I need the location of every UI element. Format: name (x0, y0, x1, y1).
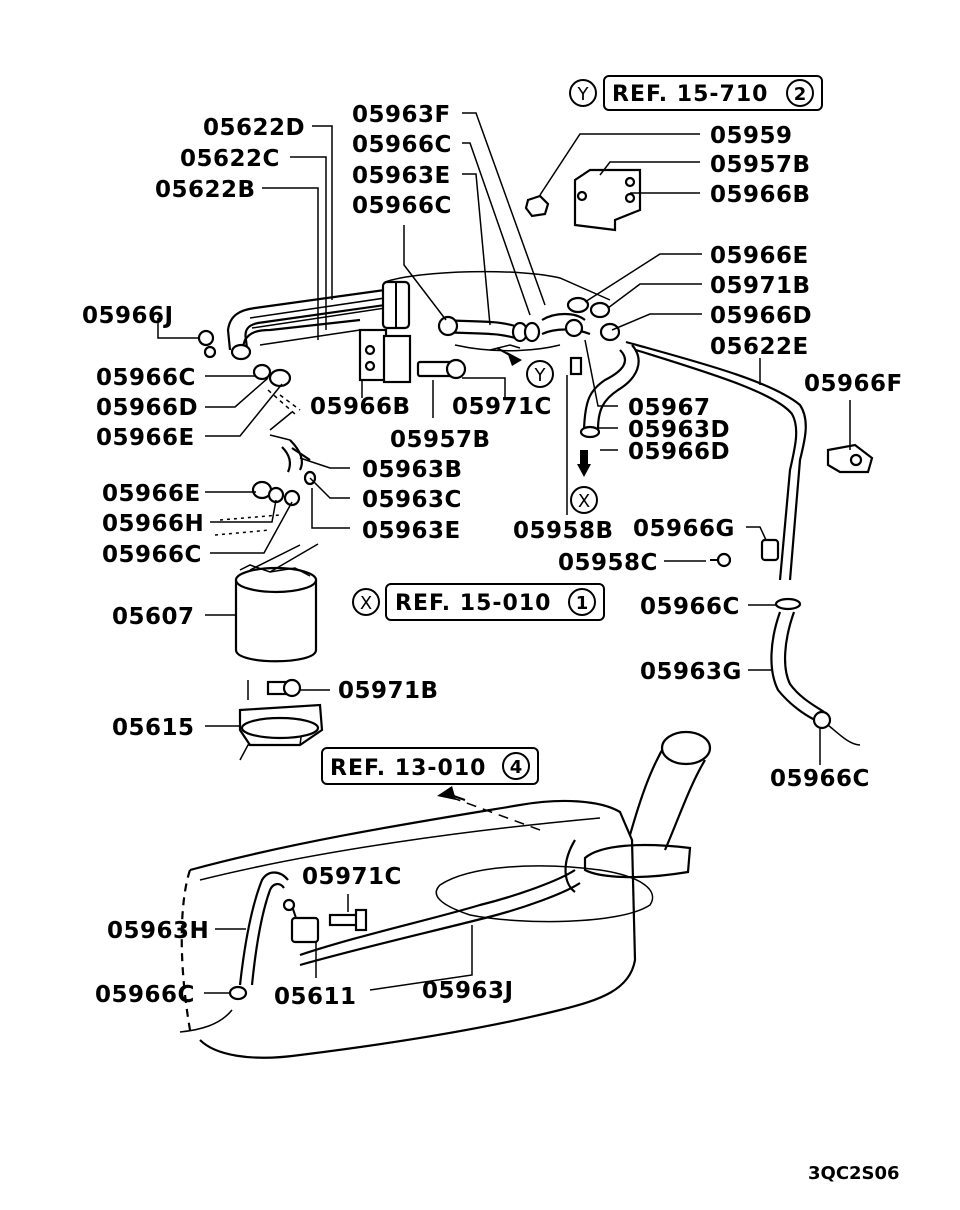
canister-area-drawing (234, 434, 324, 761)
part-label-05611[interactable]: 05611 (274, 984, 357, 1010)
ref-x-marker: X (360, 593, 372, 614)
part-label-05622E[interactable]: 05622E (710, 334, 809, 360)
ref-tank-box (321, 747, 539, 785)
marker-y-inline: Y (526, 360, 554, 388)
part-label-05966E-b[interactable]: 05966E (96, 425, 195, 451)
ref-y-text: REF. 15-710 (612, 82, 768, 107)
part-label-05959[interactable]: 05959 (710, 123, 793, 149)
ref-tank-num-circle (502, 752, 530, 780)
part-label-05958B[interactable]: 05958B (513, 518, 614, 544)
upper-hoses-drawing (437, 168, 874, 746)
part-label-05963B[interactable]: 05963B (362, 457, 463, 483)
part-label-05963H[interactable]: 05963H (107, 918, 209, 944)
fuel-tank-drawing (179, 730, 712, 1059)
part-label-05966D-a[interactable]: 05966D (710, 303, 812, 329)
relation-lines (214, 344, 541, 831)
ref-y-box (603, 75, 823, 111)
part-label-05966C-f[interactable]: 05966C (770, 766, 870, 792)
ref-y-num: 2 (794, 84, 807, 105)
part-label-05966C-d[interactable]: 05966C (102, 542, 202, 568)
part-label-05966D-b[interactable]: 05966D (96, 395, 198, 421)
ref-x-num: 1 (576, 593, 589, 614)
part-label-05966H[interactable]: 05966H (102, 511, 204, 537)
part-label-05966F[interactable]: 05966F (804, 371, 903, 397)
part-label-05967[interactable]: 05967 (628, 395, 711, 421)
part-label-05966G[interactable]: 05966G (633, 516, 735, 542)
ref-x-text: REF. 15-010 (395, 591, 551, 616)
part-label-05966C-b[interactable]: 05966C (352, 193, 452, 219)
part-label-05963E-a[interactable]: 05963E (352, 163, 451, 189)
ref-box-y[interactable]: Y REF. 15-710 2 (569, 75, 823, 111)
part-label-05966C-c[interactable]: 05966C (96, 365, 196, 391)
ref-x-num-circle (568, 588, 596, 616)
part-label-05971C-b[interactable]: 05971C (302, 864, 402, 890)
part-labels: 05622D 05622C 05622B 05963F 05966C 05963… (82, 102, 903, 1010)
marker-y-label: Y (534, 365, 547, 386)
diagram-code: 3QC2S06 (808, 1163, 900, 1184)
part-label-05622B[interactable]: 05622B (155, 177, 256, 203)
part-label-05966E-a[interactable]: 05966E (710, 243, 809, 269)
part-label-05963F[interactable]: 05963F (352, 102, 451, 128)
part-label-05958C[interactable]: 05958C (558, 550, 658, 576)
leader-lines (157, 112, 851, 994)
part-label-05963E-b[interactable]: 05963E (362, 518, 461, 544)
ref-box-tank[interactable]: REF. 13-010 4 (321, 747, 539, 785)
part-label-05966C-e[interactable]: 05966C (640, 594, 740, 620)
marker-x-inline: X (570, 486, 598, 514)
part-label-05966D-c[interactable]: 05966D (628, 439, 730, 465)
part-label-05622D[interactable]: 05622D (203, 115, 305, 141)
ref-y-marker: Y (577, 84, 590, 105)
part-label-05957B-b[interactable]: 05957B (390, 427, 491, 453)
ref-x-marker-circle (352, 588, 380, 616)
ref-x-box (385, 583, 605, 621)
part-label-05971C-a[interactable]: 05971C (452, 394, 552, 420)
part-label-05607[interactable]: 05607 (112, 604, 195, 630)
part-label-05966B-b[interactable]: 05966B (310, 394, 411, 420)
ref-tank-num: 4 (510, 757, 523, 778)
part-label-05963G[interactable]: 05963G (640, 659, 742, 685)
part-label-05963J[interactable]: 05963J (422, 978, 514, 1004)
ref-tank-text: REF. 13-010 (330, 756, 486, 781)
part-label-05971B-b[interactable]: 05971B (338, 678, 439, 704)
part-label-05966C-g[interactable]: 05966C (95, 982, 195, 1008)
part-label-05966E-c[interactable]: 05966E (102, 481, 201, 507)
part-label-05957B-a[interactable]: 05957B (710, 152, 811, 178)
ref-box-x[interactable]: X REF. 15-010 1 (352, 583, 605, 621)
vapor-pipe-assembly-drawing (197, 270, 611, 388)
part-label-05622C[interactable]: 05622C (180, 146, 280, 172)
part-label-05971B-a[interactable]: 05971B (710, 273, 811, 299)
part-label-05963D[interactable]: 05963D (628, 417, 730, 443)
marker-x-label: X (578, 491, 590, 512)
part-label-05963C[interactable]: 05963C (362, 487, 462, 513)
ref-y-marker-circle (569, 79, 597, 107)
arrows (437, 347, 591, 801)
part-label-05966C-a[interactable]: 05966C (352, 132, 452, 158)
part-label-05615[interactable]: 05615 (112, 715, 195, 741)
part-label-05966B-a[interactable]: 05966B (710, 182, 811, 208)
part-label-05966J[interactable]: 05966J (82, 303, 174, 329)
ref-y-num-circle (786, 79, 814, 107)
